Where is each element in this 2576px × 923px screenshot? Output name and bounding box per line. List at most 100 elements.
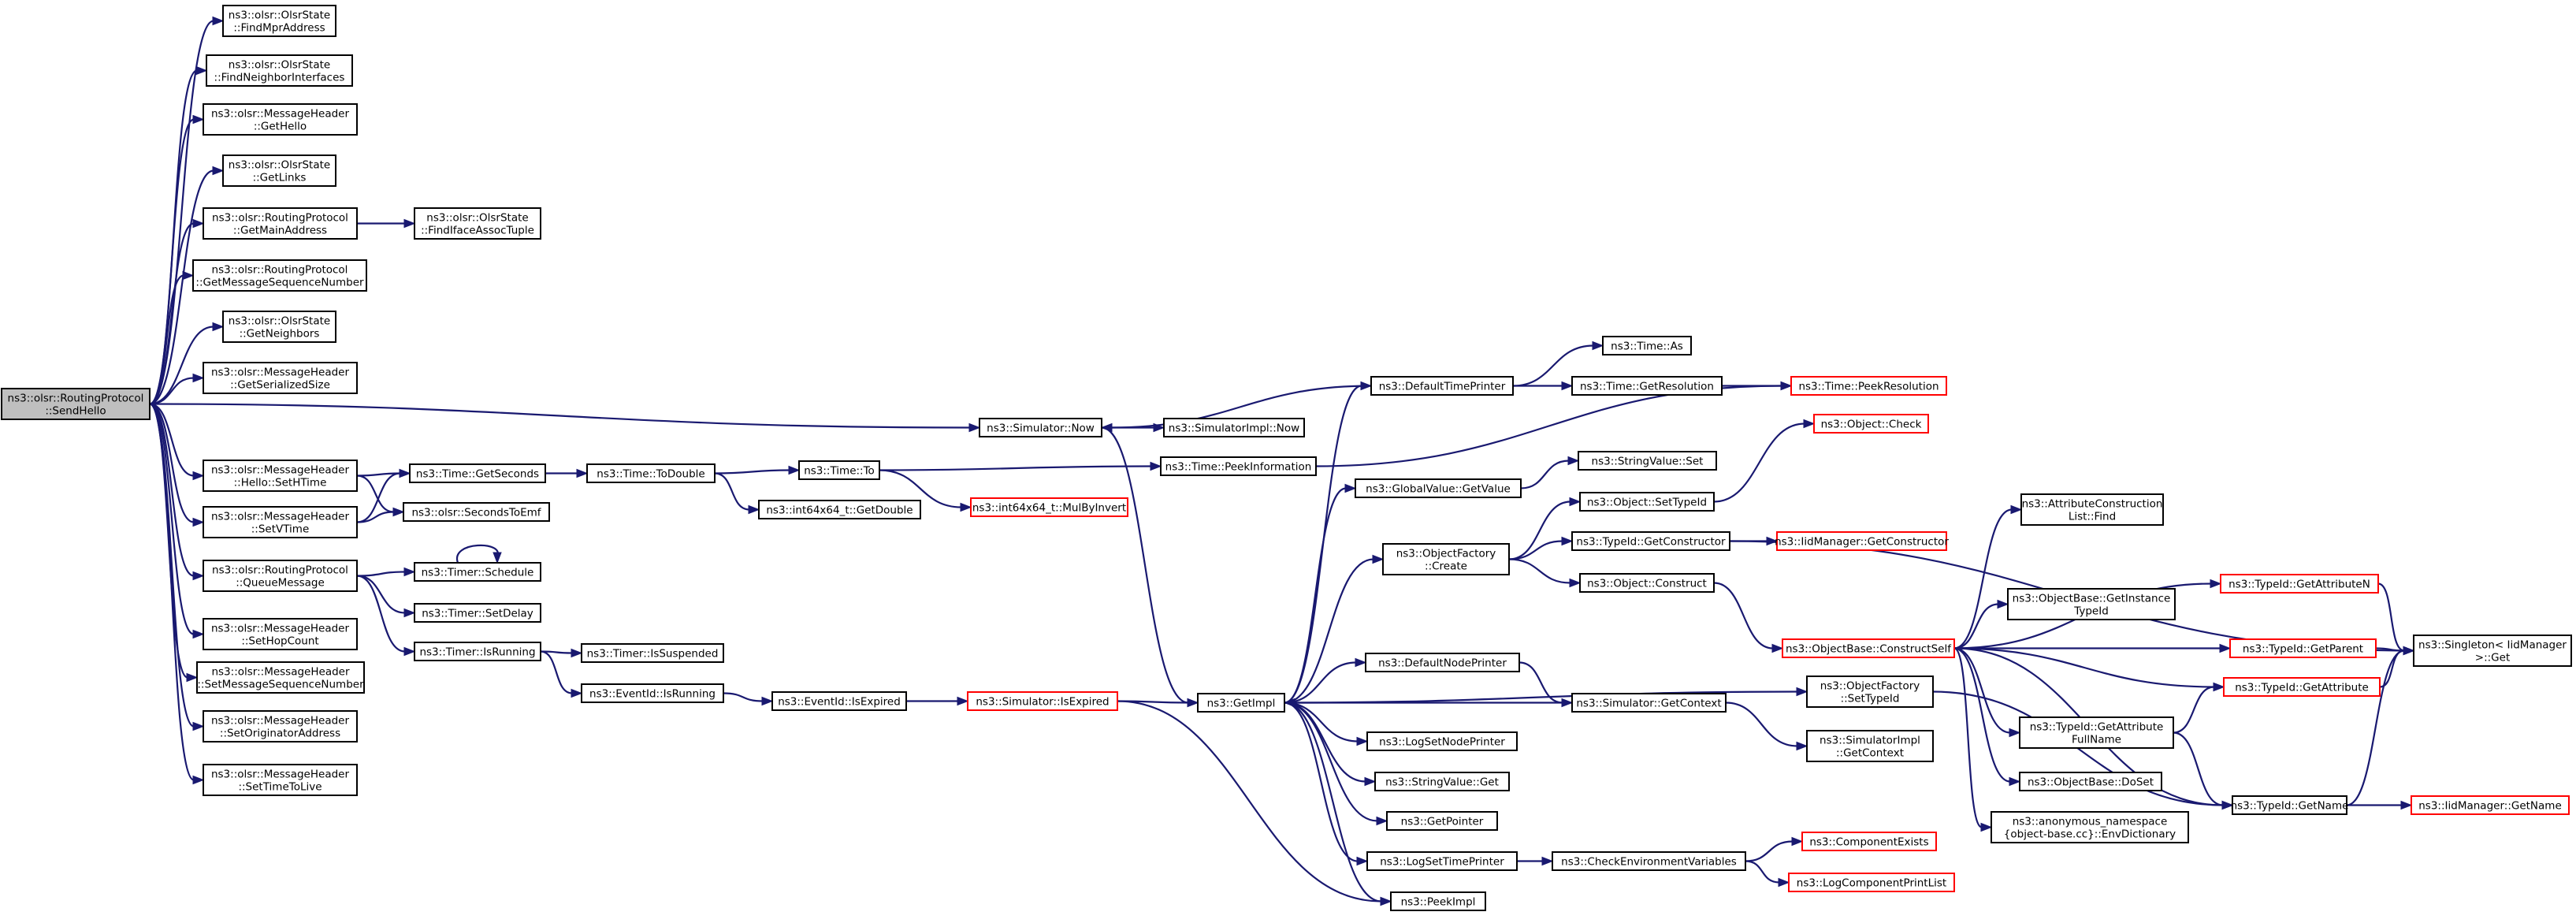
node-label[interactable]: ns3::olsr::MessageHeader — [211, 464, 350, 477]
node-label[interactable]: ns3::olsr::RoutingProtocol — [212, 564, 348, 577]
node-logSetNode[interactable]: ns3::LogSetNodePrinter — [1366, 731, 1518, 751]
node-findIface[interactable]: ns3::olsr::OlsrState::FindIfaceAssocTupl… — [414, 207, 541, 240]
node-label[interactable]: ::GetMainAddress — [233, 225, 327, 237]
node-getNeighbors[interactable]: ns3::olsr::OlsrState::GetNeighbors — [222, 311, 336, 343]
node-label[interactable]: ns3::SimulatorImpl::Now — [1169, 422, 1299, 435]
node-iidGetCtor[interactable]: ns3::IidManager::GetConstructor — [1775, 531, 1949, 551]
node-box[interactable] — [206, 54, 353, 87]
node-box[interactable] — [2229, 638, 2377, 658]
node-label[interactable]: ns3::AttributeConstruction — [2022, 498, 2163, 511]
node-objSetTypeId[interactable]: ns3::Object::SetTypeId — [1579, 492, 1715, 512]
node-box[interactable] — [1813, 414, 1929, 434]
node-label[interactable]: ::GetNeighbors — [240, 328, 320, 341]
node-typeIdGetCtor[interactable]: ns3::TypeId::GetConstructor — [1571, 531, 1730, 551]
node-getImpl[interactable]: ns3::GetImpl — [1197, 693, 1285, 713]
node-box[interactable] — [203, 506, 358, 538]
node-box[interactable] — [1366, 851, 1518, 871]
node-getMsgSeq[interactable]: ns3::olsr::RoutingProtocol::GetMessageSe… — [192, 259, 367, 292]
node-label[interactable]: ns3::Timer::Schedule — [422, 567, 534, 579]
node-label[interactable]: ns3::Simulator::IsExpired — [976, 696, 1109, 709]
node-label[interactable]: ::GetHello — [254, 121, 307, 133]
node-box[interactable] — [1197, 693, 1285, 713]
node-objCheck[interactable]: ns3::Object::Check — [1813, 414, 1929, 434]
node-getPointer[interactable]: ns3::GetPointer — [1386, 811, 1498, 831]
node-label[interactable]: ns3::Object::SetTypeId — [1587, 497, 1707, 509]
node-getSerSize[interactable]: ns3::olsr::MessageHeader::GetSerializedS… — [203, 362, 358, 394]
node-setVTime[interactable]: ns3::olsr::MessageHeader::SetVTime — [203, 506, 358, 538]
node-label[interactable]: ns3::olsr::OlsrState — [229, 159, 330, 172]
node-getLinks[interactable]: ns3::olsr::OlsrState::GetLinks — [222, 154, 336, 187]
node-label[interactable]: ::GetSerializedSize — [230, 379, 330, 392]
node-box[interactable] — [203, 618, 358, 650]
node-label[interactable]: ::Hello::SetHTime — [234, 477, 327, 489]
node-label[interactable]: ::Create — [1425, 560, 1467, 573]
node-logSetTime[interactable]: ns3::LogSetTimePrinter — [1366, 851, 1518, 871]
node-int64GetDouble[interactable]: ns3::int64x64_t::GetDouble — [758, 500, 921, 519]
node-label[interactable]: ns3::Timer::SetDelay — [422, 608, 533, 620]
node-timerRunning[interactable]: ns3::Timer::IsRunning — [414, 642, 541, 661]
node-box[interactable] — [196, 661, 365, 694]
node-root[interactable]: ns3::olsr::RoutingProtocol::SendHello — [1, 388, 151, 420]
node-box[interactable] — [2220, 574, 2379, 594]
node-queueMsg[interactable]: ns3::olsr::RoutingProtocol::QueueMessage — [203, 560, 358, 592]
node-label[interactable]: {object-base.cc}::EnvDictionary — [2004, 828, 2176, 841]
node-label[interactable]: ns3::Time::PeekInformation — [1165, 461, 1312, 474]
node-label[interactable]: ns3::olsr::MessageHeader — [211, 769, 350, 781]
node-label[interactable]: ns3::Simulator::Now — [987, 422, 1095, 435]
node-iidGetName[interactable]: ns3::IidManager::GetName — [2411, 795, 2570, 815]
node-timerSched[interactable]: ns3::Timer::Schedule — [414, 562, 541, 582]
node-label[interactable]: ::SetTimeToLive — [238, 781, 322, 794]
node-label[interactable]: ns3::StringValue::Get — [1385, 776, 1499, 789]
node-box[interactable] — [2232, 795, 2347, 815]
node-label[interactable]: ns3::int64x64_t::GetDouble — [766, 504, 913, 517]
node-objFactSetTid[interactable]: ns3::ObjectFactory::SetTypeId — [1806, 676, 1934, 708]
node-label[interactable]: ns3::Singleton< IidManager — [2418, 639, 2567, 652]
node-label[interactable]: ns3::DefaultNodePrinter — [1378, 657, 1507, 670]
node-label[interactable]: ns3::Time::GetSeconds — [416, 468, 539, 481]
node-label[interactable]: ::FindIfaceAssocTuple — [421, 225, 534, 237]
node-simNow[interactable]: ns3::Simulator::Now — [979, 418, 1102, 437]
node-findMpr[interactable]: ns3::olsr::OlsrState::FindMprAddress — [222, 5, 336, 37]
node-box[interactable] — [203, 560, 358, 592]
node-label[interactable]: ns3::olsr::OlsrState — [229, 315, 330, 328]
node-label[interactable]: ns3::PeekImpl — [1401, 896, 1476, 909]
node-label[interactable]: ns3::olsr::MessageHeader — [211, 511, 350, 523]
node-box[interactable] — [414, 603, 541, 623]
node-evExpired[interactable]: ns3::EventId::IsExpired — [771, 691, 907, 711]
node-label[interactable]: ns3::ObjectFactory — [1820, 680, 1920, 693]
node-label[interactable]: ns3::LogComponentPrintList — [1797, 877, 1946, 890]
node-label[interactable]: ::SetMessageSequenceNumber — [197, 679, 364, 691]
node-label[interactable]: ns3::Time::To — [804, 465, 875, 478]
node-label[interactable]: ::SetTypeId — [1841, 693, 1900, 705]
node-box[interactable] — [581, 683, 724, 703]
node-box[interactable] — [771, 691, 907, 711]
node-objConstruct[interactable]: ns3::Object::Construct — [1579, 573, 1715, 593]
node-label[interactable]: ::QueueMessage — [236, 577, 325, 590]
node-box[interactable] — [2020, 493, 2164, 526]
node-findNeigh[interactable]: ns3::olsr::OlsrState::FindNeighborInterf… — [206, 54, 353, 87]
node-label[interactable]: ns3::StringValue::Set — [1592, 456, 1704, 468]
node-label[interactable]: ns3::GlobalValue::GetValue — [1366, 483, 1511, 496]
node-objBaseDoSet[interactable]: ns3::ObjectBase::DoSet — [2019, 772, 2162, 791]
node-timeAs[interactable]: ns3::Time::As — [1602, 336, 1692, 355]
node-box[interactable] — [586, 463, 716, 483]
node-label[interactable]: ::GetContext — [1836, 747, 1904, 760]
node-box[interactable] — [203, 362, 358, 394]
node-label[interactable]: ::SetHopCount — [241, 635, 318, 648]
node-box[interactable] — [798, 460, 880, 480]
node-strValGet[interactable]: ns3::StringValue::Get — [1374, 772, 1510, 791]
node-setTtl[interactable]: ns3::olsr::MessageHeader::SetTimeToLive — [203, 764, 358, 796]
node-box[interactable] — [1806, 676, 1934, 708]
node-box[interactable] — [222, 154, 336, 187]
node-box[interactable] — [203, 103, 358, 136]
node-typeIdGetName[interactable]: ns3::TypeId::GetName — [2231, 795, 2349, 815]
node-evRunning[interactable]: ns3::EventId::IsRunning — [581, 683, 724, 703]
node-box[interactable] — [1602, 336, 1692, 355]
node-setHop[interactable]: ns3::olsr::MessageHeader::SetHopCount — [203, 618, 358, 650]
node-box[interactable] — [1571, 693, 1727, 713]
node-box[interactable] — [203, 710, 358, 742]
node-box[interactable] — [1365, 653, 1520, 672]
node-box[interactable] — [2007, 588, 2176, 620]
node-box[interactable] — [979, 418, 1102, 437]
